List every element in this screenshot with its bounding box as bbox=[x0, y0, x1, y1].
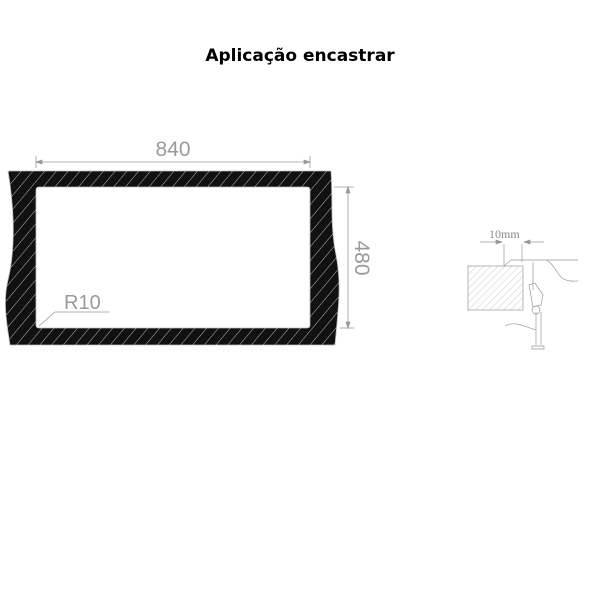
width-dimension bbox=[34, 156, 312, 168]
mounting-detail bbox=[467, 239, 579, 350]
width-label: 840 bbox=[155, 138, 190, 161]
height-dimension bbox=[334, 185, 354, 330]
page-title: Aplicação encastrar bbox=[205, 46, 395, 66]
sink-frame bbox=[5, 170, 340, 346]
height-label: 480 bbox=[350, 240, 373, 275]
detail-label: 10mm bbox=[489, 227, 520, 241]
radius-leader bbox=[38, 311, 110, 327]
radius-label: R10 bbox=[64, 292, 101, 314]
